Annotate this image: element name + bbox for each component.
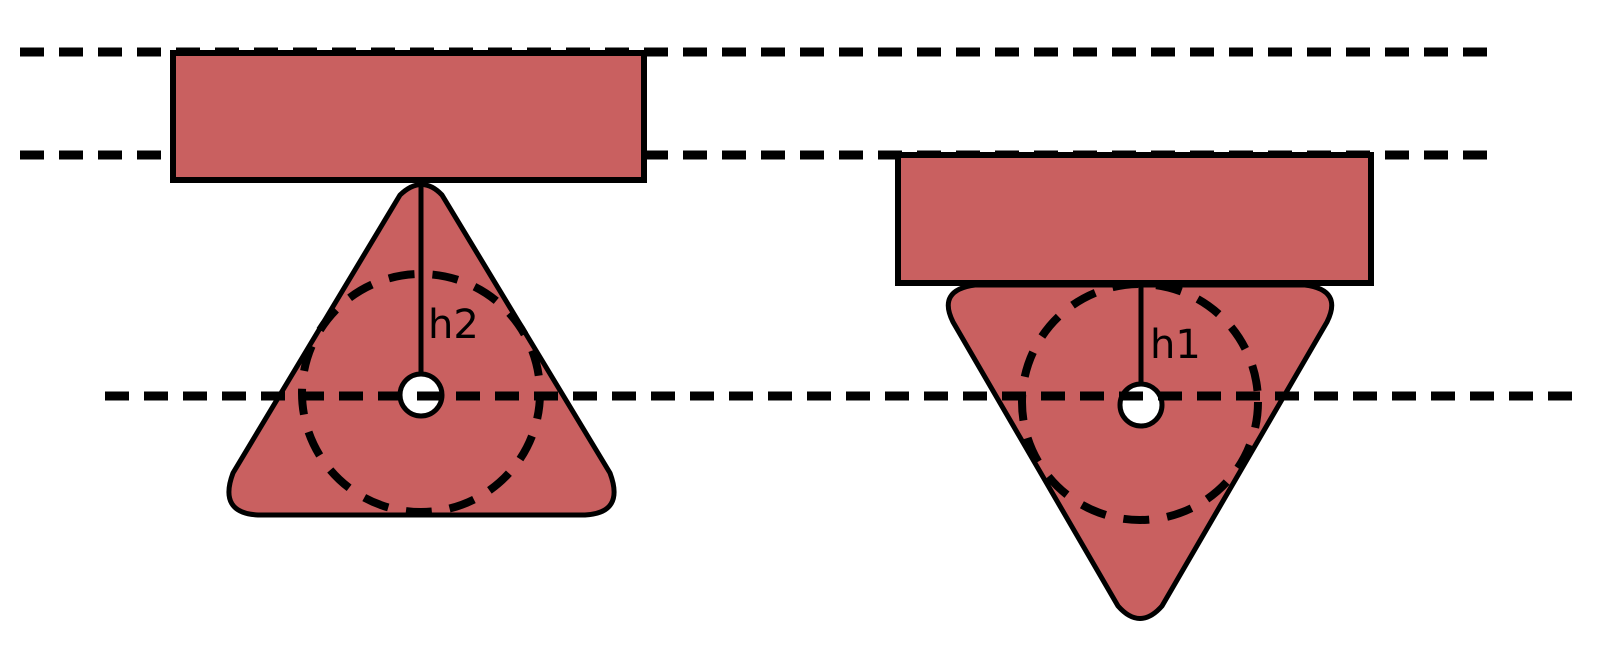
left-rectangle-block	[170, 50, 647, 183]
left-height-label: h2	[428, 302, 479, 348]
right-inscribed-dashed-circle	[1018, 280, 1262, 524]
right-triangle-inverted	[945, 282, 1335, 621]
right-rectangle-block	[895, 152, 1374, 286]
right-pivot-point	[1117, 381, 1165, 429]
left-assembly: h2	[170, 50, 647, 518]
right-assembly: h1	[895, 152, 1374, 621]
right-height-label: h1	[1150, 322, 1201, 368]
